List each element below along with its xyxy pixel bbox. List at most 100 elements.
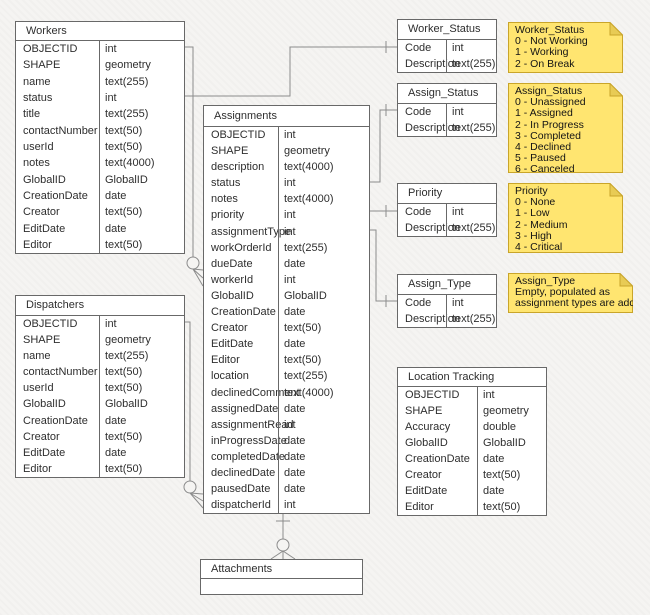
field-type: text(50) [483,501,521,513]
field-name: assignmentType [211,225,292,238]
field-name: contactNumber [23,366,98,379]
field-name: Editor [23,462,52,475]
field-type: text(255) [105,108,149,121]
connector-assignments-priority-to-priority[interactable] [370,205,397,217]
connector-line [185,46,397,97]
field-name: OBJECTID [23,318,78,330]
column-divider [446,104,447,136]
field-type: text(255) [452,122,496,134]
field-name: assignedDate [211,402,279,415]
field-name: completedDate [211,450,285,463]
field-type: int [284,499,296,512]
field-name: workerId [211,273,254,286]
field-name: EditDate [405,485,448,497]
field-name: SHAPE [405,405,443,417]
note-folded-corner [619,273,633,287]
field-type: int [105,92,117,105]
field-name: Code [405,106,432,118]
field-type: text(255) [105,350,149,363]
note-line: 1 - Working [515,46,569,59]
field-type: text(4000) [284,161,334,174]
connector-assignments-status-to-assign-status[interactable] [370,104,397,183]
field-name: GlobalID [23,173,66,186]
field-type: geometry [483,405,529,417]
field-type: int [105,43,117,55]
connector-workers-to-assignments-workerid[interactable] [185,46,204,287]
field-name: Creator [211,322,248,335]
note-line: assignment types are added [515,297,633,310]
field-type: text(50) [105,366,143,379]
table-body [201,579,362,594]
note-line: 0 - Unassigned [515,96,586,109]
note-title: Priority [515,185,548,197]
table-title: Attachments [201,560,362,579]
field-type: text(50) [483,469,521,481]
field-type: text(255) [452,58,496,70]
field-type: text(50) [105,206,143,219]
field-type: int [284,273,296,286]
field-name: title [23,108,41,121]
connector-assignments-to-attachments[interactable] [270,513,296,560]
field-type: date [284,434,306,447]
note-line: 5 - Paused [515,152,566,165]
field-name: contactNumber [23,124,98,137]
table-title: Assign_Status [398,84,496,104]
field-name: OBJECTID [211,129,266,141]
connector-dispatchers-to-assignments-dispatcherid[interactable] [183,321,204,509]
field-name: priority [211,209,245,222]
field-type: int [284,225,296,238]
table-attachments[interactable]: Attachments [200,559,363,595]
field-type: int [105,318,117,330]
field-name: inProgressDate [211,434,287,447]
field-name: dueDate [211,257,253,270]
field-type: date [284,257,306,270]
connector-workers-status-to-worker-status[interactable] [185,41,397,97]
note-line: 2 - On Break [515,57,575,70]
field-name: Code [405,42,432,54]
connector-assignments-assignmenttype-to-assign-type[interactable] [370,229,397,307]
field-type: date [105,446,127,459]
table-title: Location Tracking [398,368,546,387]
field-type: date [284,466,306,479]
field-name: EditDate [23,222,66,235]
field-type: int [452,206,464,218]
field-type: text(50) [284,354,322,367]
note-line: 3 - Completed [515,129,581,142]
field-type: geometry [284,145,330,158]
note-title: Assign_Type [515,275,576,287]
field-name: Accuracy [405,421,451,433]
